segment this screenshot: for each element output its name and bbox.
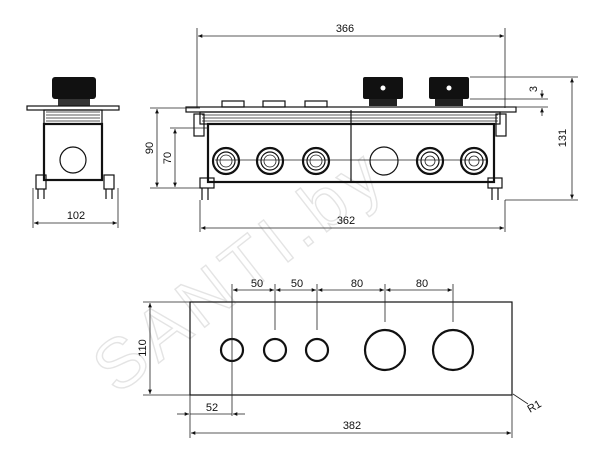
spacing-label-3: 80 <box>351 278 363 290</box>
plate-width-label: 382 <box>343 420 361 432</box>
spacing-label-2: 50 <box>291 278 303 290</box>
side-bracket-left <box>35 174 47 190</box>
front-view: 366 <box>144 23 578 232</box>
side-bracket-right <box>103 174 115 190</box>
front-cap-1 <box>221 100 245 108</box>
watermark-text: SANTI.by <box>78 132 400 407</box>
cover-plate <box>189 301 513 396</box>
plate-height-label: 110 <box>137 339 149 357</box>
side-port-circle <box>59 146 87 174</box>
total-height-label: 131 <box>557 129 569 147</box>
height-70-label: 70 <box>162 152 174 164</box>
side-knob-stem <box>58 99 90 106</box>
knob-offset-label: 3 <box>528 86 540 92</box>
height-90-label: 90 <box>144 142 156 154</box>
spacing-label-4: 80 <box>416 278 428 290</box>
plate-view: 50 50 80 80 110 52 382 R1 <box>137 278 544 438</box>
side-knob <box>52 77 96 99</box>
plate-hole-4 <box>363 328 407 372</box>
side-body <box>42 122 104 182</box>
plate-hole-2 <box>262 337 288 363</box>
overall-width-label: 366 <box>336 23 354 35</box>
front-cap-2 <box>262 100 286 108</box>
plate-hole-3 <box>304 337 330 363</box>
body-width-label: 362 <box>337 215 355 227</box>
side-view: 102 <box>26 77 120 228</box>
left-offset-label: 52 <box>206 402 218 414</box>
radius-label: R1 <box>525 398 543 415</box>
side-width-label: 102 <box>67 210 85 222</box>
front-cap-3 <box>304 100 328 108</box>
front-ports <box>211 146 489 176</box>
spacing-label-1: 50 <box>251 278 263 290</box>
plate-hole-5 <box>431 328 475 372</box>
